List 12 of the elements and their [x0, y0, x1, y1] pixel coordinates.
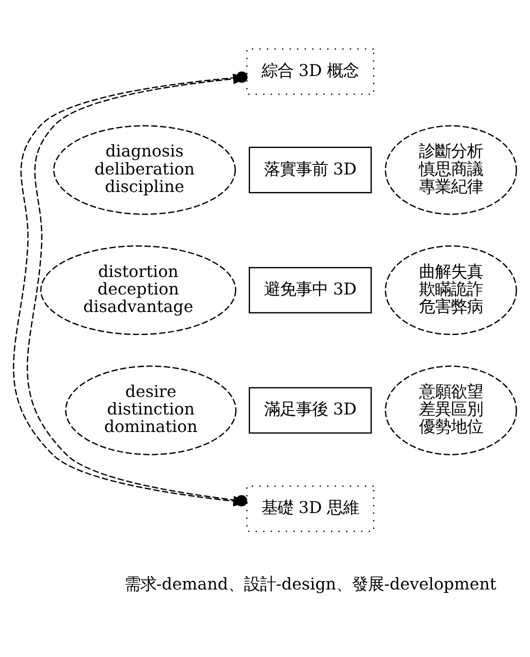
node-box: 滿足事後 3D — [248, 387, 372, 434]
node-ellipse: diagnosis deliberation discipline — [53, 125, 236, 215]
node-label: 需求-demand、設計-design、發展-development — [124, 574, 496, 594]
node-ellipse: distortion deception disadvantage — [40, 245, 236, 336]
node-box: 避免事中 3D — [248, 266, 372, 314]
node-box: 落實事前 3D — [248, 146, 372, 194]
node-ellipse: 意願欲望差異區別優勢地位 — [384, 366, 518, 456]
node-ellipse: 曲解失真欺瞞詭詐危害弊病 — [384, 245, 518, 336]
node-box: 綜合 3D 概念 — [246, 48, 374, 95]
node-box: 基礎 3D 思維 — [246, 486, 374, 532]
node-ellipse: desire distinction domination — [65, 366, 237, 456]
node-ellipse: 診斷分析慎思商議專業紀律 — [384, 125, 518, 215]
